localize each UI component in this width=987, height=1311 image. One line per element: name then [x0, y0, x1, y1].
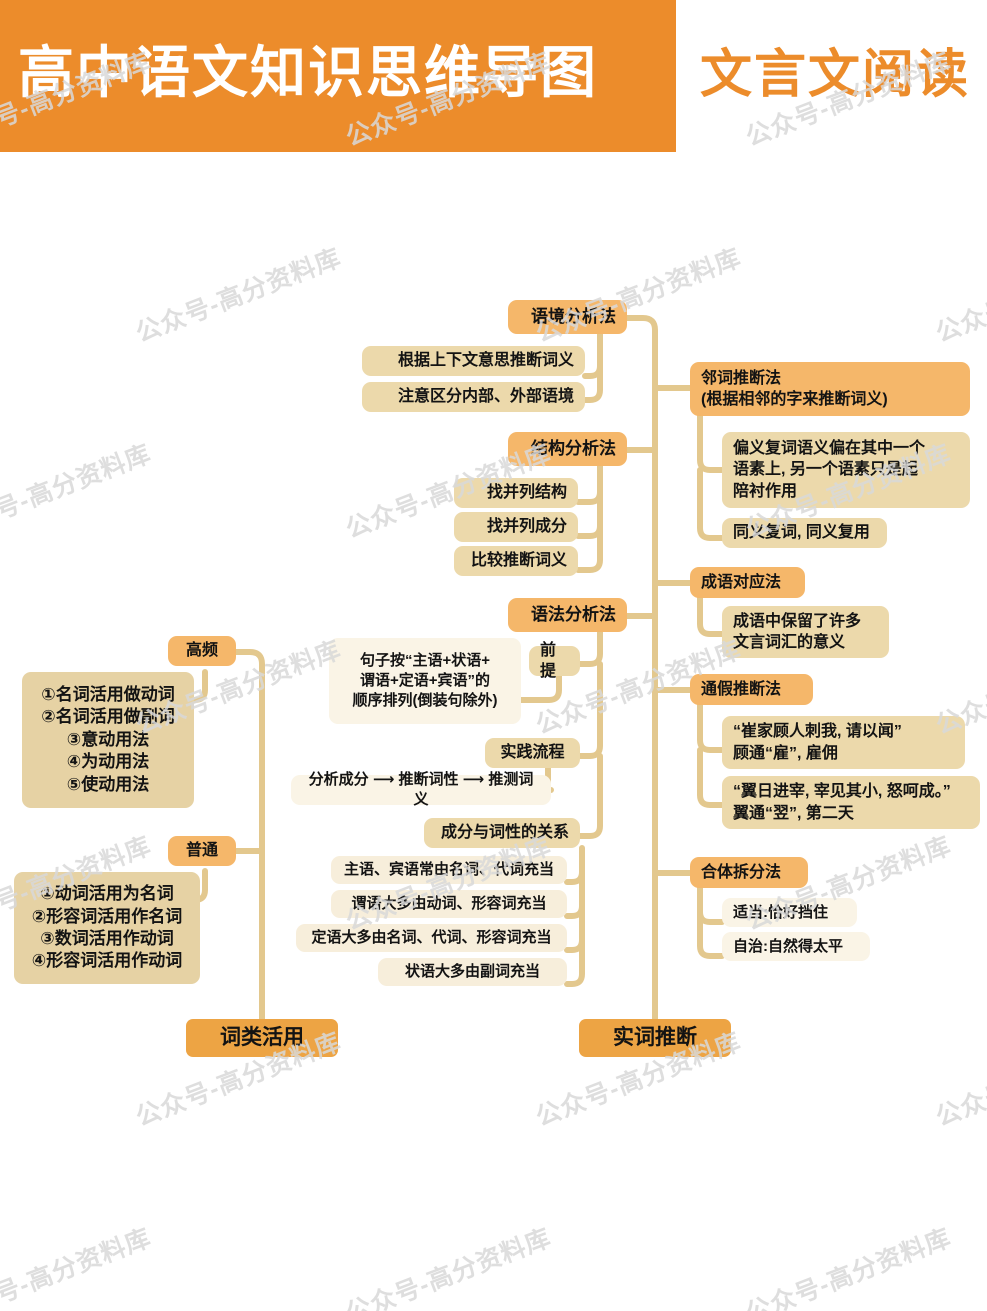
- leaf-jiegou-3: 比较推断词义: [454, 546, 578, 576]
- root-node-ci-lei-huo-yong[interactable]: 词类活用: [186, 1019, 338, 1057]
- method-node-yufa[interactable]: 语法分析法: [508, 598, 627, 632]
- subgroup-detail-qianti: 句子按“主语+状语+ 谓语+定语+宾语”的 顺序排列(倒装句除外): [329, 638, 521, 724]
- leaf-yujing-1: 根据上下文意思推断词义: [362, 346, 585, 376]
- header-orange-block: [0, 0, 676, 152]
- leaf-chengfen-2: 谓语大多由动词、形容词充当: [331, 890, 567, 918]
- leaf-jiegou-1: 找并列结构: [454, 478, 578, 508]
- leaf-chengfen-4: 状语大多由副词充当: [378, 958, 567, 986]
- group-label-gao-pin[interactable]: 高频: [168, 636, 236, 666]
- method-node-jiegou[interactable]: 结构分析法: [508, 432, 627, 466]
- leaf-tongjia-2: “翼日进宰, 宰见其小, 怒呵成。” 翼通“翌”, 第二天: [722, 776, 980, 829]
- method-node-lingci[interactable]: 邻词推断法 (根据相邻的字来推断词义): [690, 362, 970, 416]
- leaf-yujing-2: 注意区分内部、外部语境: [362, 382, 585, 412]
- leaf-hetichaifen-1: 适当:恰好挡住: [722, 898, 857, 927]
- leaf-tongjia-1: “崔家顾人刺我, 请以闻” 顾通“雇”, 雇佣: [722, 716, 965, 769]
- subgroup-label-qianti[interactable]: 前提: [529, 642, 580, 680]
- group-content-pu-tong: ①动词活用为名词 ②形容词活用作名词 ③数词活用作动词 ④形容词活用作动词: [14, 872, 200, 984]
- method-node-tongjia[interactable]: 通假推断法: [690, 674, 813, 705]
- leaf-lingci-2: 同义复词, 同义复用: [722, 518, 887, 548]
- subgroup-detail-shijian: 分析成分 ⟶ 推断词性 ⟶ 推测词义: [291, 771, 551, 808]
- method-node-yujing[interactable]: 语境分析法: [508, 300, 627, 334]
- group-label-pu-tong[interactable]: 普通: [168, 836, 236, 866]
- method-node-chengyu[interactable]: 成语对应法: [690, 567, 805, 598]
- root-node-shi-ci-tui-duan[interactable]: 实词推断: [579, 1019, 731, 1057]
- header: 高中语文知识思维导图 文言文阅读: [0, 0, 987, 152]
- leaf-chengyu-1: 成语中保留了许多 文言词汇的意义: [722, 606, 889, 658]
- leaf-chengfen-1: 主语、宾语常由名词、代词充当: [331, 856, 567, 884]
- page-subtitle: 文言文阅读: [700, 46, 971, 104]
- page-title: 高中语文知识思维导图: [18, 41, 598, 104]
- method-node-hetichaifen[interactable]: 合体拆分法: [690, 857, 808, 888]
- leaf-chengfen-3: 定语大多由名词、代词、形容词充当: [296, 924, 567, 952]
- subgroup-label-shijian[interactable]: 实践流程: [485, 738, 580, 768]
- leaf-jiegou-2: 找并列成分: [454, 512, 578, 542]
- leaf-lingci-1: 偏义复词语义偏在其中一个 语素上, 另一个语素只是起 陪衬作用: [722, 432, 970, 508]
- subgroup-label-chengfen[interactable]: 成分与词性的关系: [424, 818, 580, 848]
- group-content-gao-pin: ①名词活用做动词 ②名词活用做副词 ③意动用法 ④为动用法 ⑤使动用法: [22, 672, 194, 808]
- leaf-hetichaifen-2: 自治:自然得太平: [722, 932, 870, 961]
